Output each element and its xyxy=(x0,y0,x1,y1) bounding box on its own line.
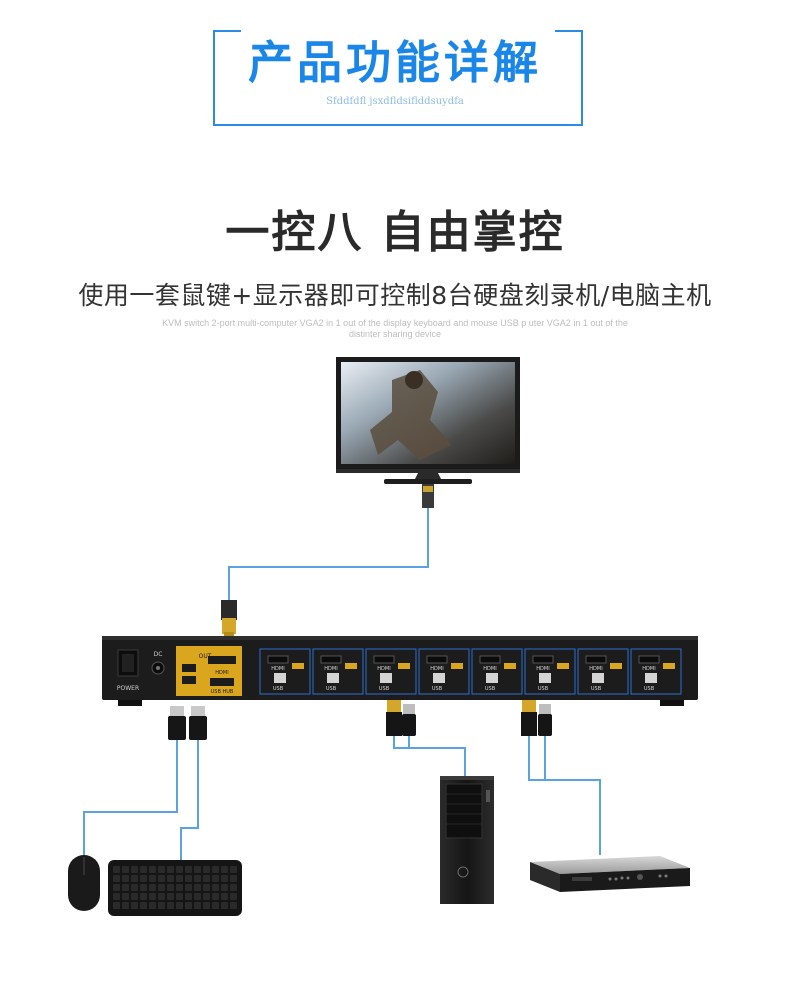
pc-port-2: HDMI USB xyxy=(312,648,364,695)
pc-cable-1 xyxy=(393,735,466,776)
svg-text:USB: USB xyxy=(326,686,337,692)
svg-text:HDMI: HDMI xyxy=(642,666,655,672)
pc-port-8: HDMI USB xyxy=(630,648,682,695)
svg-text:USB: USB xyxy=(591,686,602,692)
pc-port-3: HDMI USB xyxy=(365,648,417,695)
svg-text:HDMI: HDMI xyxy=(536,666,549,672)
pc-tower-icon xyxy=(440,776,494,904)
dvr-cable-1 xyxy=(528,735,601,855)
svg-text:HDMI: HDMI xyxy=(483,666,496,672)
monitor-cable xyxy=(228,500,429,600)
pc-port-1: HDMI USB xyxy=(259,648,311,695)
pc-port-7: HDMI USB xyxy=(577,648,629,695)
keyboard-icon xyxy=(108,860,242,916)
headline: 一控八 自由掌控 xyxy=(225,207,565,258)
pc-port-group: HDMI USB HDMI USB HDMI USB HDMI USB HDMI USB HDMI U… xyxy=(259,648,682,695)
page-subtitle: Sfddfdfl jsxdfldsiflddsuydfa xyxy=(326,96,464,107)
dvr-plug-icons xyxy=(521,700,552,736)
hdmi-plug-icon xyxy=(221,600,237,640)
svg-text:USB: USB xyxy=(538,686,549,692)
pc-plug-icons xyxy=(386,700,416,736)
svg-text:HDMI: HDMI xyxy=(324,666,337,672)
kvm-switch: POWER DC OUT HDMI USB HUB xyxy=(102,636,698,706)
svg-text:USB: USB xyxy=(273,686,284,692)
svg-text:HDMI: HDMI xyxy=(215,670,228,676)
description: 使用一套鼠键+显示器即可控制8台硬盘刻录机/电脑主机 xyxy=(78,281,712,310)
cables xyxy=(83,500,601,860)
dvr-recorder-icon xyxy=(530,856,690,892)
usb-plug-icons xyxy=(168,706,207,740)
english-description: KVM switch 2-port multi-computer VGA2 in… xyxy=(162,318,628,339)
page-title: 产品功能详解 xyxy=(247,36,542,89)
svg-text:USB: USB xyxy=(379,686,390,692)
mouse-cable xyxy=(83,740,178,855)
svg-text:USB: USB xyxy=(485,686,496,692)
svg-text:HDMI: HDMI xyxy=(589,666,602,672)
pc-port-6: HDMI USB xyxy=(524,648,576,695)
svg-text:USB: USB xyxy=(644,686,655,692)
mouse-icon xyxy=(68,855,100,911)
dc-label: DC xyxy=(154,651,163,658)
out-label: OUT xyxy=(199,653,212,660)
power-label: POWER xyxy=(117,685,139,692)
svg-text:HDMI: HDMI xyxy=(377,666,390,672)
svg-text:HDMI: HDMI xyxy=(271,666,284,672)
pc-port-5: HDMI USB xyxy=(471,648,523,695)
svg-text:HDMI: HDMI xyxy=(430,666,443,672)
keyboard-cable xyxy=(180,740,199,860)
svg-text:USB: USB xyxy=(432,686,443,692)
header-frame xyxy=(213,30,583,126)
pc-port-4: HDMI USB xyxy=(418,648,470,695)
monitor-icon xyxy=(336,357,520,508)
svg-text:USB HUB: USB HUB xyxy=(211,689,234,695)
